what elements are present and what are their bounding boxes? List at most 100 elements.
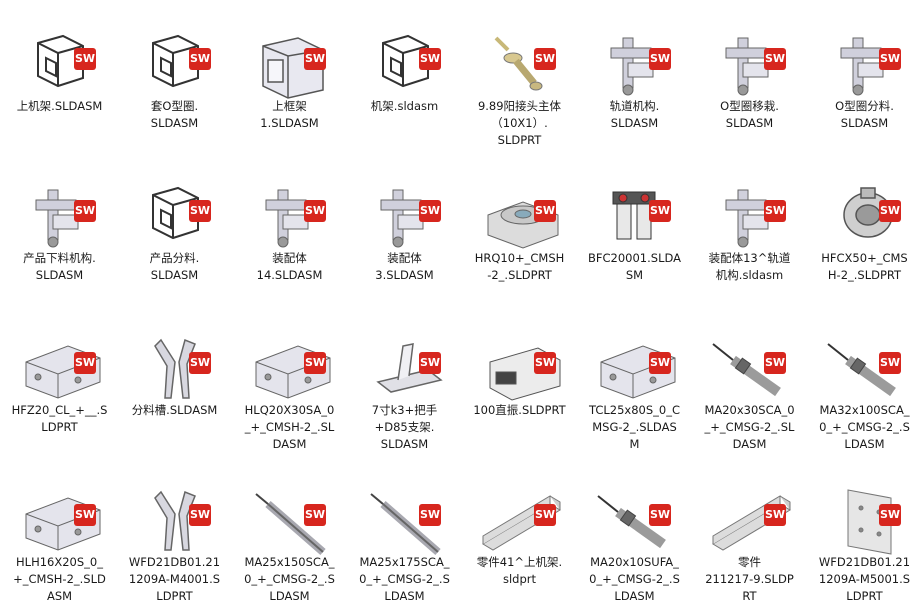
solidworks-badge-icon: SW: [189, 200, 211, 222]
mechanism-assembly-icon: [698, 180, 801, 255]
file-name-label: MA20x30SCA_0 _+_CMSG-2_.SL DASM: [704, 403, 795, 451]
file-item[interactable]: SW 零件 211217-9.SLDP RT: [692, 456, 807, 606]
chute-part-icon: [123, 332, 226, 407]
file-name-label: MA20x10SUFA_ 0_+_CMSG-2_.S LDASM: [589, 555, 680, 603]
file-item[interactable]: SW MA25x150SCA_ 0_+_CMSG-2_.S LDASM: [232, 456, 347, 606]
solidworks-badge-icon: SW: [419, 200, 441, 222]
cylinder-part-icon: [583, 484, 686, 559]
solidworks-badge-icon: SW: [304, 504, 326, 526]
file-item[interactable]: SW 上框架 1.SLDASM: [232, 0, 347, 150]
mechanism-assembly-icon: [353, 180, 456, 255]
file-item[interactable]: SW 装配体13^轨道 机构.sldasm: [692, 152, 807, 302]
file-name-label: 装配体 3.SLDASM: [375, 251, 434, 282]
file-item[interactable]: SW 100直振.SLDPRT: [462, 304, 577, 454]
file-name-label: 分料槽.SLDASM: [131, 403, 218, 417]
file-name-label: HFCX50+_CMS H-2_.SLDPRT: [821, 251, 908, 282]
solidworks-badge-icon: SW: [764, 352, 786, 374]
file-item[interactable]: SW 分料槽.SLDASM: [117, 304, 232, 454]
file-item[interactable]: SW 产品分料. SLDASM: [117, 152, 232, 302]
file-name-label: 装配体13^轨道 机构.sldasm: [708, 251, 791, 282]
mechanism-assembly-icon: [238, 180, 341, 255]
file-name-label: WFD21DB01.21 1209A-M4001.S LDPRT: [128, 555, 221, 603]
file-name-label: 轨道机构. SLDASM: [609, 99, 660, 130]
cylinder-part-icon: [813, 332, 916, 407]
solidworks-badge-icon: SW: [419, 504, 441, 526]
solidworks-badge-icon: SW: [304, 200, 326, 222]
solidworks-badge-icon: SW: [74, 200, 96, 222]
solidworks-badge-icon: SW: [649, 48, 671, 70]
solidworks-badge-icon: SW: [534, 352, 556, 374]
solidworks-badge-icon: SW: [764, 504, 786, 526]
solidworks-badge-icon: SW: [189, 504, 211, 526]
file-item[interactable]: SW 机架.sldasm: [347, 0, 462, 150]
file-item[interactable]: SW WFD21DB01.21 1209A-M4001.S LDPRT: [117, 456, 232, 606]
file-name-label: TCL25x80S_0_C MSG-2_.SLDAS M: [588, 403, 680, 451]
file-name-label: 装配体 14.SLDASM: [256, 251, 323, 282]
solidworks-badge-icon: SW: [74, 504, 96, 526]
file-name-label: HLQ20X30SA_0 _+_CMSH-2_.SL DASM: [244, 403, 335, 451]
file-name-label: 零件 211217-9.SLDP RT: [705, 555, 794, 603]
file-name-label: O型圈移栽. SLDASM: [720, 99, 779, 130]
file-item[interactable]: SW O型圈移栽. SLDASM: [692, 0, 807, 150]
file-name-label: 100直振.SLDPRT: [473, 403, 566, 417]
solidworks-badge-icon: SW: [534, 504, 556, 526]
connector-part-icon: [468, 28, 571, 103]
file-item[interactable]: SW 装配体 14.SLDASM: [232, 152, 347, 302]
solidworks-badge-icon: SW: [189, 352, 211, 374]
file-name-label: 上框架 1.SLDASM: [260, 99, 319, 130]
file-item[interactable]: SW 轨道机构. SLDASM: [577, 0, 692, 150]
solidworks-badge-icon: SW: [419, 352, 441, 374]
solidworks-badge-icon: SW: [74, 48, 96, 70]
bracket-assembly-icon: [353, 332, 456, 407]
solidworks-badge-icon: SW: [419, 48, 441, 70]
solidworks-badge-icon: SW: [764, 200, 786, 222]
file-name-label: 上机架.SLDASM: [16, 99, 103, 113]
file-item[interactable]: SW MA25x175SCA_ 0_+_CMSG-2_.S LDASM: [347, 456, 462, 606]
file-name-label: HRQ10+_CMSH -2_.SLDPRT: [474, 251, 565, 282]
file-name-label: HLH16X20S_0_ +_CMSH-2_.SLD ASM: [13, 555, 106, 603]
file-item[interactable]: SW HFCX50+_CMS H-2_.SLDPRT: [807, 152, 922, 302]
mechanism-assembly-icon: [698, 28, 801, 103]
file-name-label: 零件41^上机架. sldprt: [476, 555, 563, 586]
solidworks-badge-icon: SW: [879, 200, 901, 222]
file-name-label: O型圈分料. SLDASM: [835, 99, 894, 130]
file-item[interactable]: SW 零件41^上机架. sldprt: [462, 456, 577, 606]
file-name-label: MA25x175SCA_ 0_+_CMSG-2_.S LDASM: [359, 555, 450, 603]
file-name-label: WFD21DB01.21 1209A-M5001.S LDPRT: [818, 555, 911, 603]
solidworks-badge-icon: SW: [74, 352, 96, 374]
solidworks-badge-icon: SW: [764, 48, 786, 70]
file-name-label: HFZ20_CL_+__.S LDPRT: [11, 403, 108, 434]
file-name-label: 套O型圈. SLDASM: [150, 99, 199, 130]
chute-part-icon: [123, 484, 226, 559]
file-item[interactable]: SW 7寸k3+把手 +D85支架. SLDASM: [347, 304, 462, 454]
file-item[interactable]: SW 装配体 3.SLDASM: [347, 152, 462, 302]
long-cylinder-icon: [238, 484, 341, 559]
file-name-label: 产品分料. SLDASM: [149, 251, 200, 282]
file-item[interactable]: SW O型圈分料. SLDASM: [807, 0, 922, 150]
solidworks-badge-icon: SW: [304, 48, 326, 70]
long-cylinder-icon: [353, 484, 456, 559]
file-item[interactable]: SW 上机架.SLDASM: [2, 0, 117, 150]
solidworks-badge-icon: SW: [879, 48, 901, 70]
solidworks-badge-icon: SW: [649, 200, 671, 222]
file-item[interactable]: SW MA20x30SCA_0 _+_CMSG-2_.SL DASM: [692, 304, 807, 454]
file-item[interactable]: SW HLH16X20S_0_ +_CMSH-2_.SLD ASM: [2, 456, 117, 606]
file-name-label: MA25x150SCA_ 0_+_CMSG-2_.S LDASM: [244, 555, 335, 603]
cylinder-part-icon: [698, 332, 801, 407]
solidworks-badge-icon: SW: [189, 48, 211, 70]
file-name-label: 机架.sldasm: [370, 99, 439, 113]
filter-regulator-icon: [583, 180, 686, 255]
file-name-label: 7寸k3+把手 +D85支架. SLDASM: [371, 403, 438, 451]
file-item[interactable]: SW HFZ20_CL_+__.S LDPRT: [2, 304, 117, 454]
file-item[interactable]: SW 套O型圈. SLDASM: [117, 0, 232, 150]
